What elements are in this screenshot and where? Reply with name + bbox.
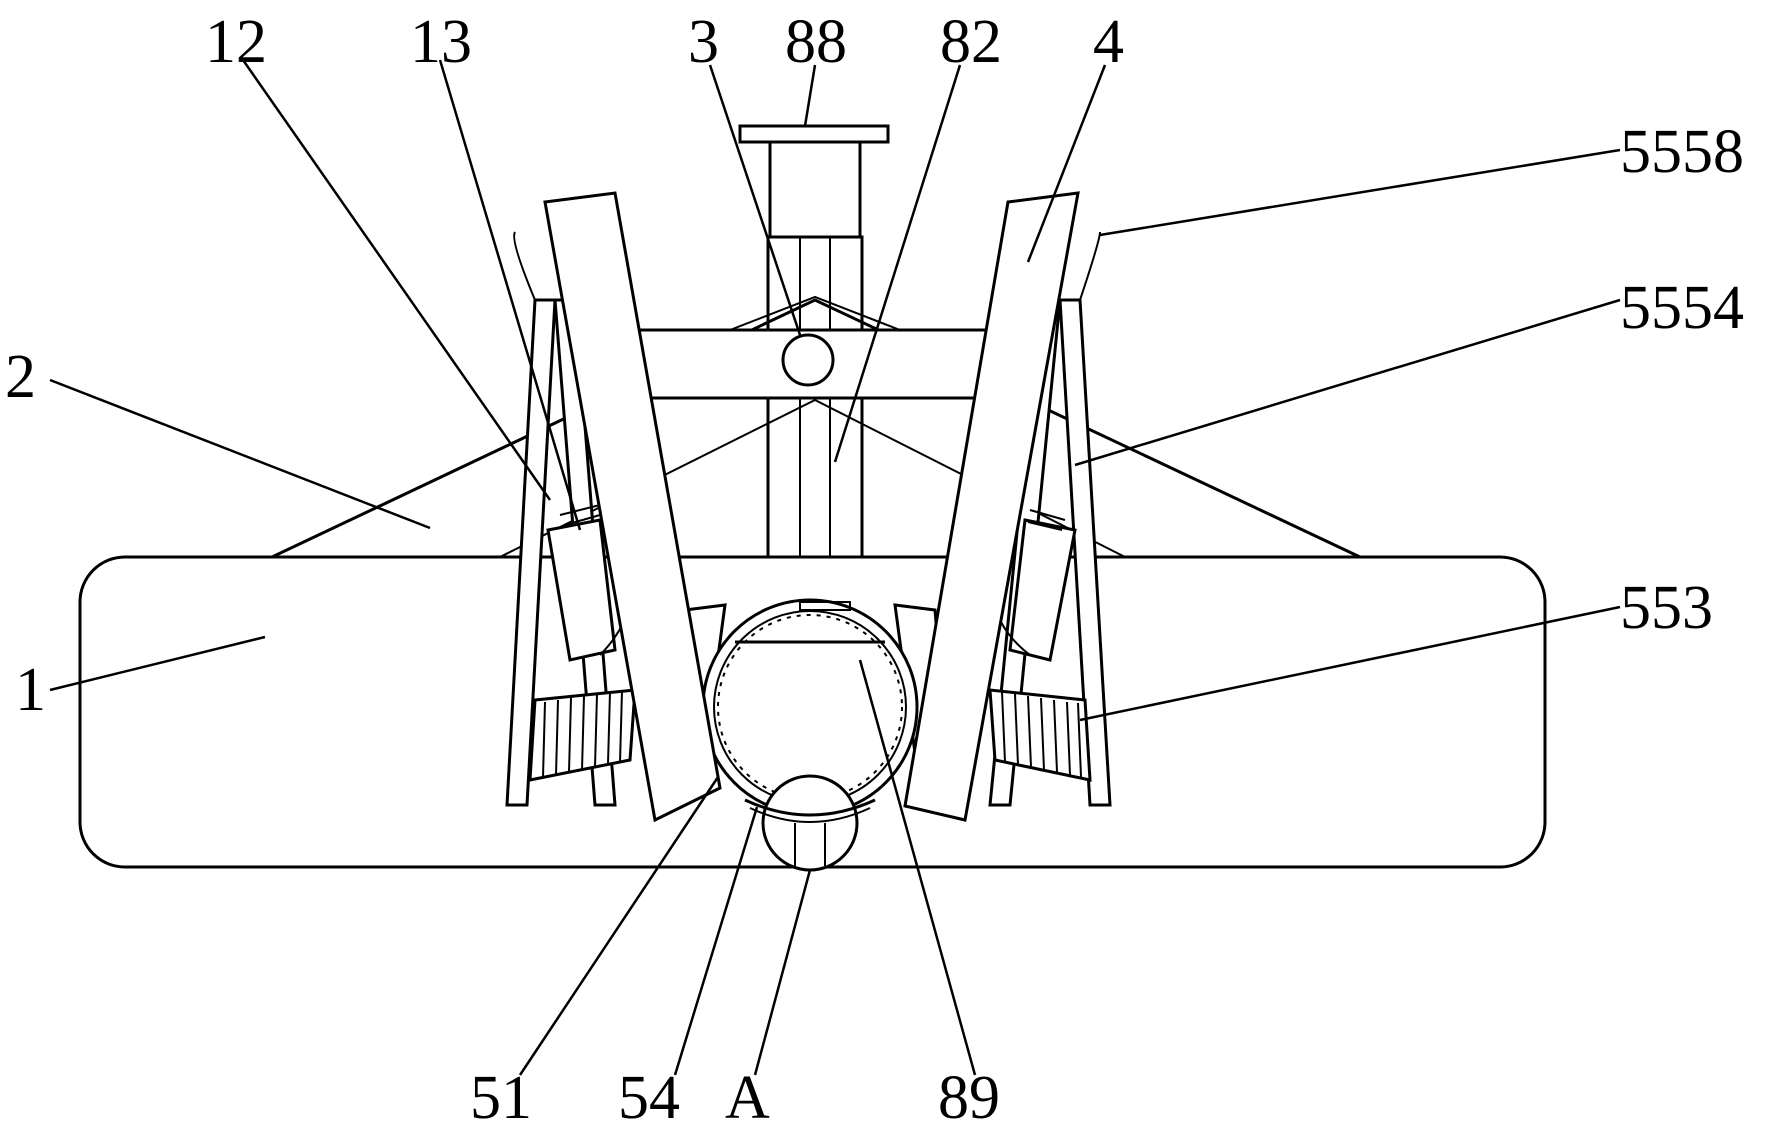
- label-1: 1: [15, 656, 46, 724]
- part-labels: 12 13 3 88 82 4 5558 5554 2 1 553 51 54 …: [5, 8, 1744, 1127]
- label-5554: 5554: [1620, 274, 1744, 342]
- label-82: 82: [940, 8, 1002, 76]
- support-strap-inner: [749, 807, 871, 823]
- right-inner-block: [999, 509, 1077, 662]
- label-5558: 5558: [1620, 118, 1744, 186]
- label-3: 3: [688, 8, 719, 76]
- leader-lines: [49, 59, 1621, 1076]
- pivot-pin: [781, 333, 835, 387]
- label-a: A: [725, 1064, 770, 1127]
- left-clamp-arm: [543, 191, 722, 823]
- label-51: 51: [470, 1064, 532, 1127]
- label-12: 12: [205, 8, 267, 76]
- label-2: 2: [5, 343, 36, 411]
- label-54: 54: [618, 1064, 680, 1127]
- label-13: 13: [410, 8, 472, 76]
- label-553: 553: [1620, 574, 1713, 642]
- label-88: 88: [785, 8, 847, 76]
- left-inner-block: [546, 504, 626, 662]
- top-plate: [738, 124, 890, 144]
- label-4: 4: [1093, 8, 1124, 76]
- left-gear-rack: [528, 688, 637, 782]
- label-89: 89: [938, 1064, 1000, 1127]
- support-strap: [744, 798, 876, 817]
- right-gear-rack: [988, 688, 1092, 782]
